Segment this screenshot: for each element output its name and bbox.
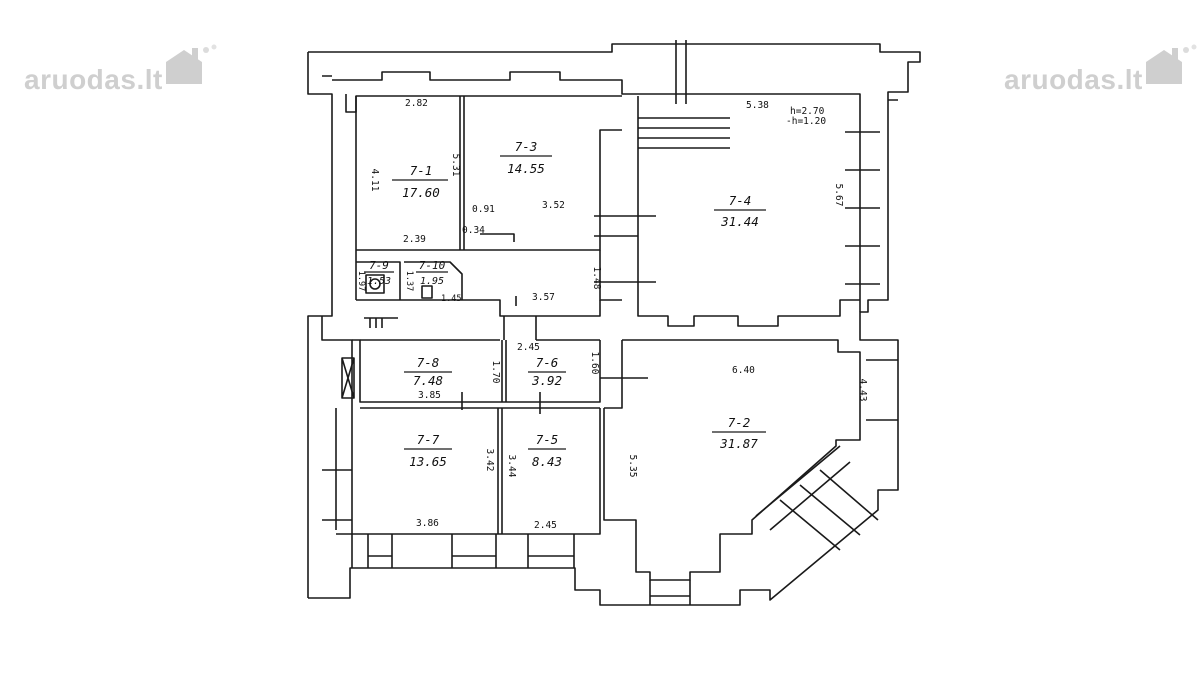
house-icon	[1146, 44, 1197, 84]
room-7-7-id: 7-7	[417, 432, 440, 447]
room-7-8-id: 7-8	[417, 355, 440, 370]
dim-label: 6.40	[732, 365, 755, 376]
room-7-1-id: 7-1	[410, 163, 433, 178]
house-icon	[166, 44, 217, 84]
dim-label: 0.34	[462, 225, 485, 236]
room-7-4-area: 31.44	[720, 214, 759, 229]
dim-label: 3.42	[484, 449, 495, 472]
walls	[307, 40, 921, 606]
dim-label: 2.45	[517, 342, 540, 353]
room-7-10-area: 1.95	[420, 276, 444, 287]
dim-label: 5.38	[746, 100, 769, 111]
dim-label: 1.48	[591, 267, 602, 290]
dim-label: 5.35	[627, 455, 638, 478]
room-7-7-area: 13.65	[409, 454, 447, 469]
dim-label: 3.57	[532, 292, 555, 303]
room-7-4-id: 7-4	[729, 193, 752, 208]
dim-label: 1.45	[441, 294, 461, 304]
dim-label: 2.45	[534, 520, 557, 531]
room-7-6-id: 7-6	[536, 355, 559, 370]
room-7-1-area: 17.60	[402, 185, 440, 200]
room-7-3-area: 14.55	[507, 161, 545, 176]
dim-label: -h=1.20	[786, 116, 826, 127]
room-7-9-area: 1.53	[367, 276, 391, 287]
watermark-text: aruodas.lt	[24, 64, 163, 95]
room-7-5-id: 7-5	[536, 432, 559, 447]
dim-label: 2.39	[403, 234, 426, 245]
room-7-3-id: 7-3	[515, 139, 538, 154]
dim-label: 3.52	[542, 200, 565, 211]
room-7-9-id: 7-9	[369, 259, 389, 272]
dim-label: 1.97	[356, 271, 366, 291]
dim-label: 3.85	[418, 390, 441, 401]
dim-label: 5.67	[833, 184, 844, 207]
room-7-2-id: 7-2	[728, 415, 751, 430]
room-7-10-id: 7-10	[419, 259, 446, 272]
dim-label: 4.43	[857, 379, 868, 402]
dim-label: 3.86	[416, 518, 439, 529]
watermark-text: aruodas.lt	[1004, 64, 1143, 95]
dim-label: 1.60	[589, 352, 600, 375]
watermark-right: aruodas.lt	[1004, 44, 1200, 104]
room-7-2-area: 31.87	[719, 436, 758, 451]
dim-label: 3.44	[506, 455, 517, 478]
watermark-left: aruodas.lt	[24, 44, 224, 104]
dim-label: 1.70	[490, 361, 501, 384]
room-7-5-area: 8.43	[532, 454, 562, 469]
room-7-8-area: 7.48	[413, 373, 443, 388]
dim-label: 0.91	[472, 204, 495, 215]
room-7-6-area: 3.92	[531, 373, 562, 388]
dim-label: 4.11	[369, 169, 380, 192]
dim-label: 2.82	[405, 98, 428, 109]
dim-label: 5.31	[450, 154, 461, 177]
dim-label: 1.37	[404, 271, 414, 291]
dim-label: h=2.70	[790, 106, 825, 117]
